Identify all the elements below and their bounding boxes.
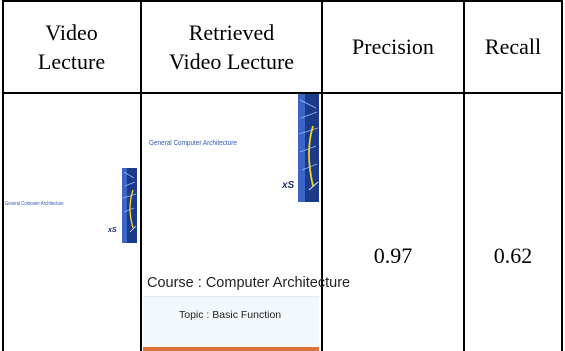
header-video-lecture: Video Lecture [3,18,140,76]
query-slide-logo: xS [108,227,117,234]
header-divider [2,92,563,94]
topic-label: Topic : Basic Function [179,309,282,321]
column-divider-3 [463,0,465,351]
header-retrieved-video-lecture: Retrieved Video Lecture [142,18,321,76]
orange-footer-bar [143,347,319,351]
retrieved-slide-caption: General Computer Architecture [149,138,237,147]
circuit-board-image [122,168,137,243]
header-video-lecture-line1: Video [45,20,98,45]
table-top-border [2,0,563,2]
recall-value: 0.62 [493,243,533,268]
column-divider-1 [140,0,142,351]
precision-value: 0.97 [373,243,413,268]
topic-box: Topic : Basic Function [143,296,319,347]
query-slide-thumbnail: General Computer Architecture xS [5,168,137,243]
course-title: Course : Computer Architecture [147,275,351,291]
header-retrieved-line2: Video Lecture [168,49,295,74]
retrieved-slide-logo: xS [282,180,295,191]
header-retrieved-line1: Retrieved [188,20,275,45]
query-slide-caption: General Computer Architecture [5,201,64,207]
header-precision: Precision [352,34,434,59]
retrieved-slide-thumbnail: General Computer Architecture xS [143,94,319,244]
header-recall: Recall [484,34,542,59]
column-divider-2 [321,0,323,351]
circuit-board-image-large [298,94,319,202]
table-left-border [2,0,4,351]
table-right-border [561,0,563,351]
course-panel: Course : Computer Architecture Topic : B… [143,246,350,351]
header-video-lecture-line2: Lecture [37,49,106,74]
